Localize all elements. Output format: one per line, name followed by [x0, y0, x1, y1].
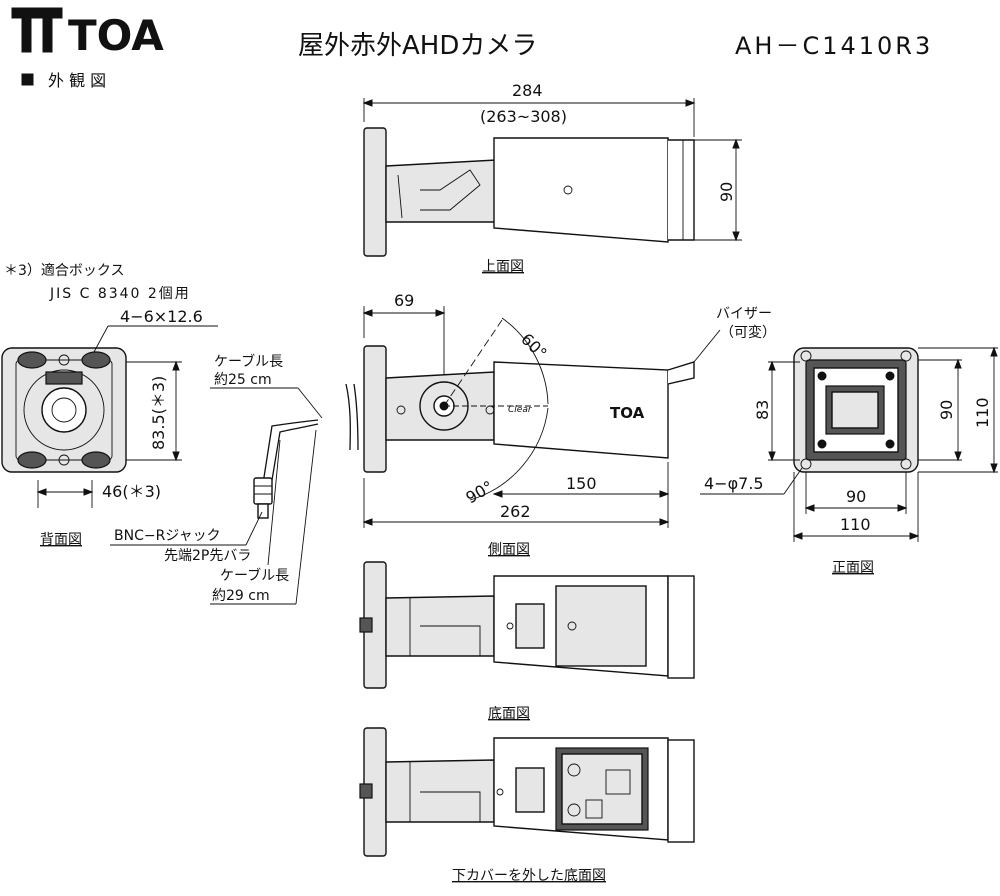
cable-assembly: ケーブル長 約25 cm BNC−Rジャック 先端2P先バラ ケーブル長 約29…: [110, 353, 359, 605]
front-83-dim: 83: [753, 400, 772, 420]
visor-label: バイザー: [716, 306, 772, 322]
section-label: 外 観 図: [48, 71, 106, 90]
back-width-dim: 46(＊3): [102, 482, 161, 501]
side-150-dim: 150: [566, 474, 597, 493]
front-110h-dim: 110: [840, 515, 871, 534]
angle-down-dim: 90°: [463, 477, 497, 508]
front-110v-dim: 110: [973, 397, 992, 428]
caption-back-view: 背面図: [40, 532, 82, 548]
bnc-label-a: BNC−Rジャック: [114, 528, 221, 544]
bottom-open-view: 下カバーを外した底面図: [359, 727, 695, 884]
front-view: 83 90 110 90 110 4−φ7.5 正面図: [700, 346, 998, 576]
front-90h-dim: 90: [846, 487, 866, 506]
caption-bottom-view: 底面図: [488, 706, 530, 722]
bnc-label-b: 先端2P先バラ: [164, 548, 251, 564]
back-height-dim: 83.5(＊3): [149, 376, 168, 450]
caption-bottom-open-view: 下カバーを外した底面図: [452, 868, 606, 884]
cable1-label-a: ケーブル長: [214, 353, 283, 370]
angle-up-dim: 60°: [517, 329, 550, 362]
top-length-dim: 284: [512, 81, 543, 100]
bottom-view: 底面図: [359, 561, 695, 722]
front-holes-dim: 4−φ7.5: [704, 474, 764, 493]
cable2-label-a: ケーブル長: [220, 567, 289, 584]
back-view: 4−6×12.6 83.5(＊3) 46(＊3) 背面図: [1, 307, 218, 548]
note-line-2: JIS C 8340 2個用: [49, 286, 191, 302]
cable1-label-b: 約25 cm: [214, 372, 272, 388]
front-90v-dim: 90: [937, 400, 956, 420]
section-marker-icon: [21, 73, 34, 86]
svg-text:Clear: Clear: [508, 405, 533, 415]
top-range-dim: (263~308): [480, 107, 567, 126]
toa-logo: TOA: [11, 7, 164, 60]
top-view: 284 (263~308) 90 上面図: [362, 81, 742, 275]
logo-text: TOA: [68, 11, 164, 60]
note-line-1: ＊3）適合ボックス: [4, 262, 125, 279]
model-number: AH－C1410R3: [735, 32, 933, 60]
camera-logo: TOA: [610, 404, 645, 422]
side-view: 69 TOA Clear 60° 90° 150 262 バイザー （可変） 側…: [362, 291, 776, 558]
page-title: 屋外赤外AHDカメラ: [298, 31, 537, 61]
top-height-dim: 90: [717, 182, 736, 202]
back-holes-dim: 4−6×12.6: [120, 307, 203, 326]
caption-front-view: 正面図: [832, 560, 874, 576]
caption-top-view: 上面図: [482, 259, 524, 275]
side-mount-dim: 69: [394, 291, 414, 310]
cable2-label-b: 約29 cm: [212, 588, 270, 604]
caption-side-view: 側面図: [488, 542, 530, 558]
side-262-dim: 262: [500, 502, 531, 521]
visor-note: （可変）: [720, 324, 776, 341]
